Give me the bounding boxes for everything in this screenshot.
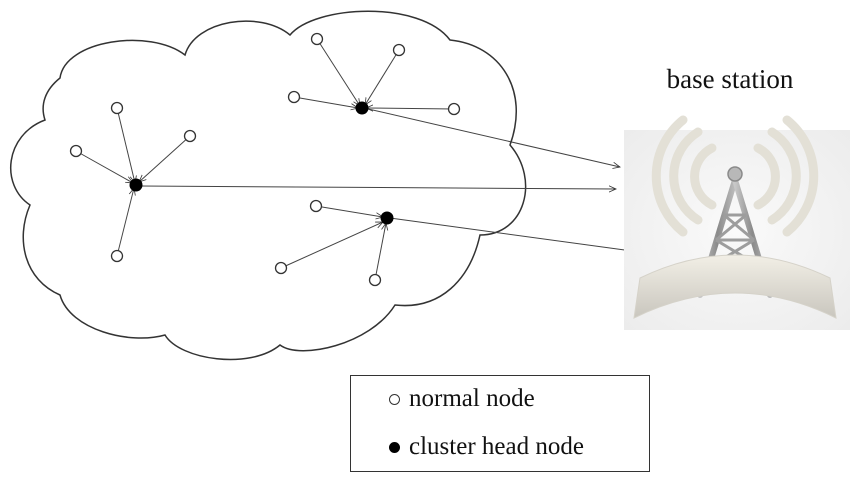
normal-node-symbol (389, 393, 400, 405)
cluster-2-links (293, 38, 455, 109)
normal-node (274, 261, 288, 275)
cluster-head-node (355, 101, 369, 115)
cluster-3-links (280, 205, 386, 281)
radio-tower-icon (624, 115, 850, 330)
normal-node (110, 101, 124, 115)
legend: normal node cluster head node (350, 375, 650, 472)
normal-node (392, 43, 406, 57)
normal-nodes (69, 32, 461, 287)
normal-node (69, 144, 83, 158)
normal-node (368, 273, 382, 287)
cluster-1-links (75, 107, 191, 257)
normal-node (309, 199, 323, 213)
base-station-links (139, 107, 632, 251)
cluster-head-nodes (129, 101, 394, 225)
normal-node (447, 102, 461, 116)
cluster-head-node (380, 211, 394, 225)
normal-node (310, 32, 324, 46)
legend-item-cluster-head-node: cluster head node (389, 433, 584, 461)
legend-label-cluster-head-node: cluster head node (409, 433, 584, 460)
legend-item-normal-node: normal node (389, 385, 535, 413)
normal-node (287, 90, 301, 104)
normal-node (183, 129, 197, 143)
base-station-title: base station (666, 64, 794, 94)
cluster-head-node (129, 178, 143, 192)
normal-node (110, 249, 124, 263)
cloud-network-region (9, 10, 527, 361)
cluster-head-node-symbol (389, 441, 400, 453)
legend-label-normal-node: normal node (409, 385, 535, 412)
